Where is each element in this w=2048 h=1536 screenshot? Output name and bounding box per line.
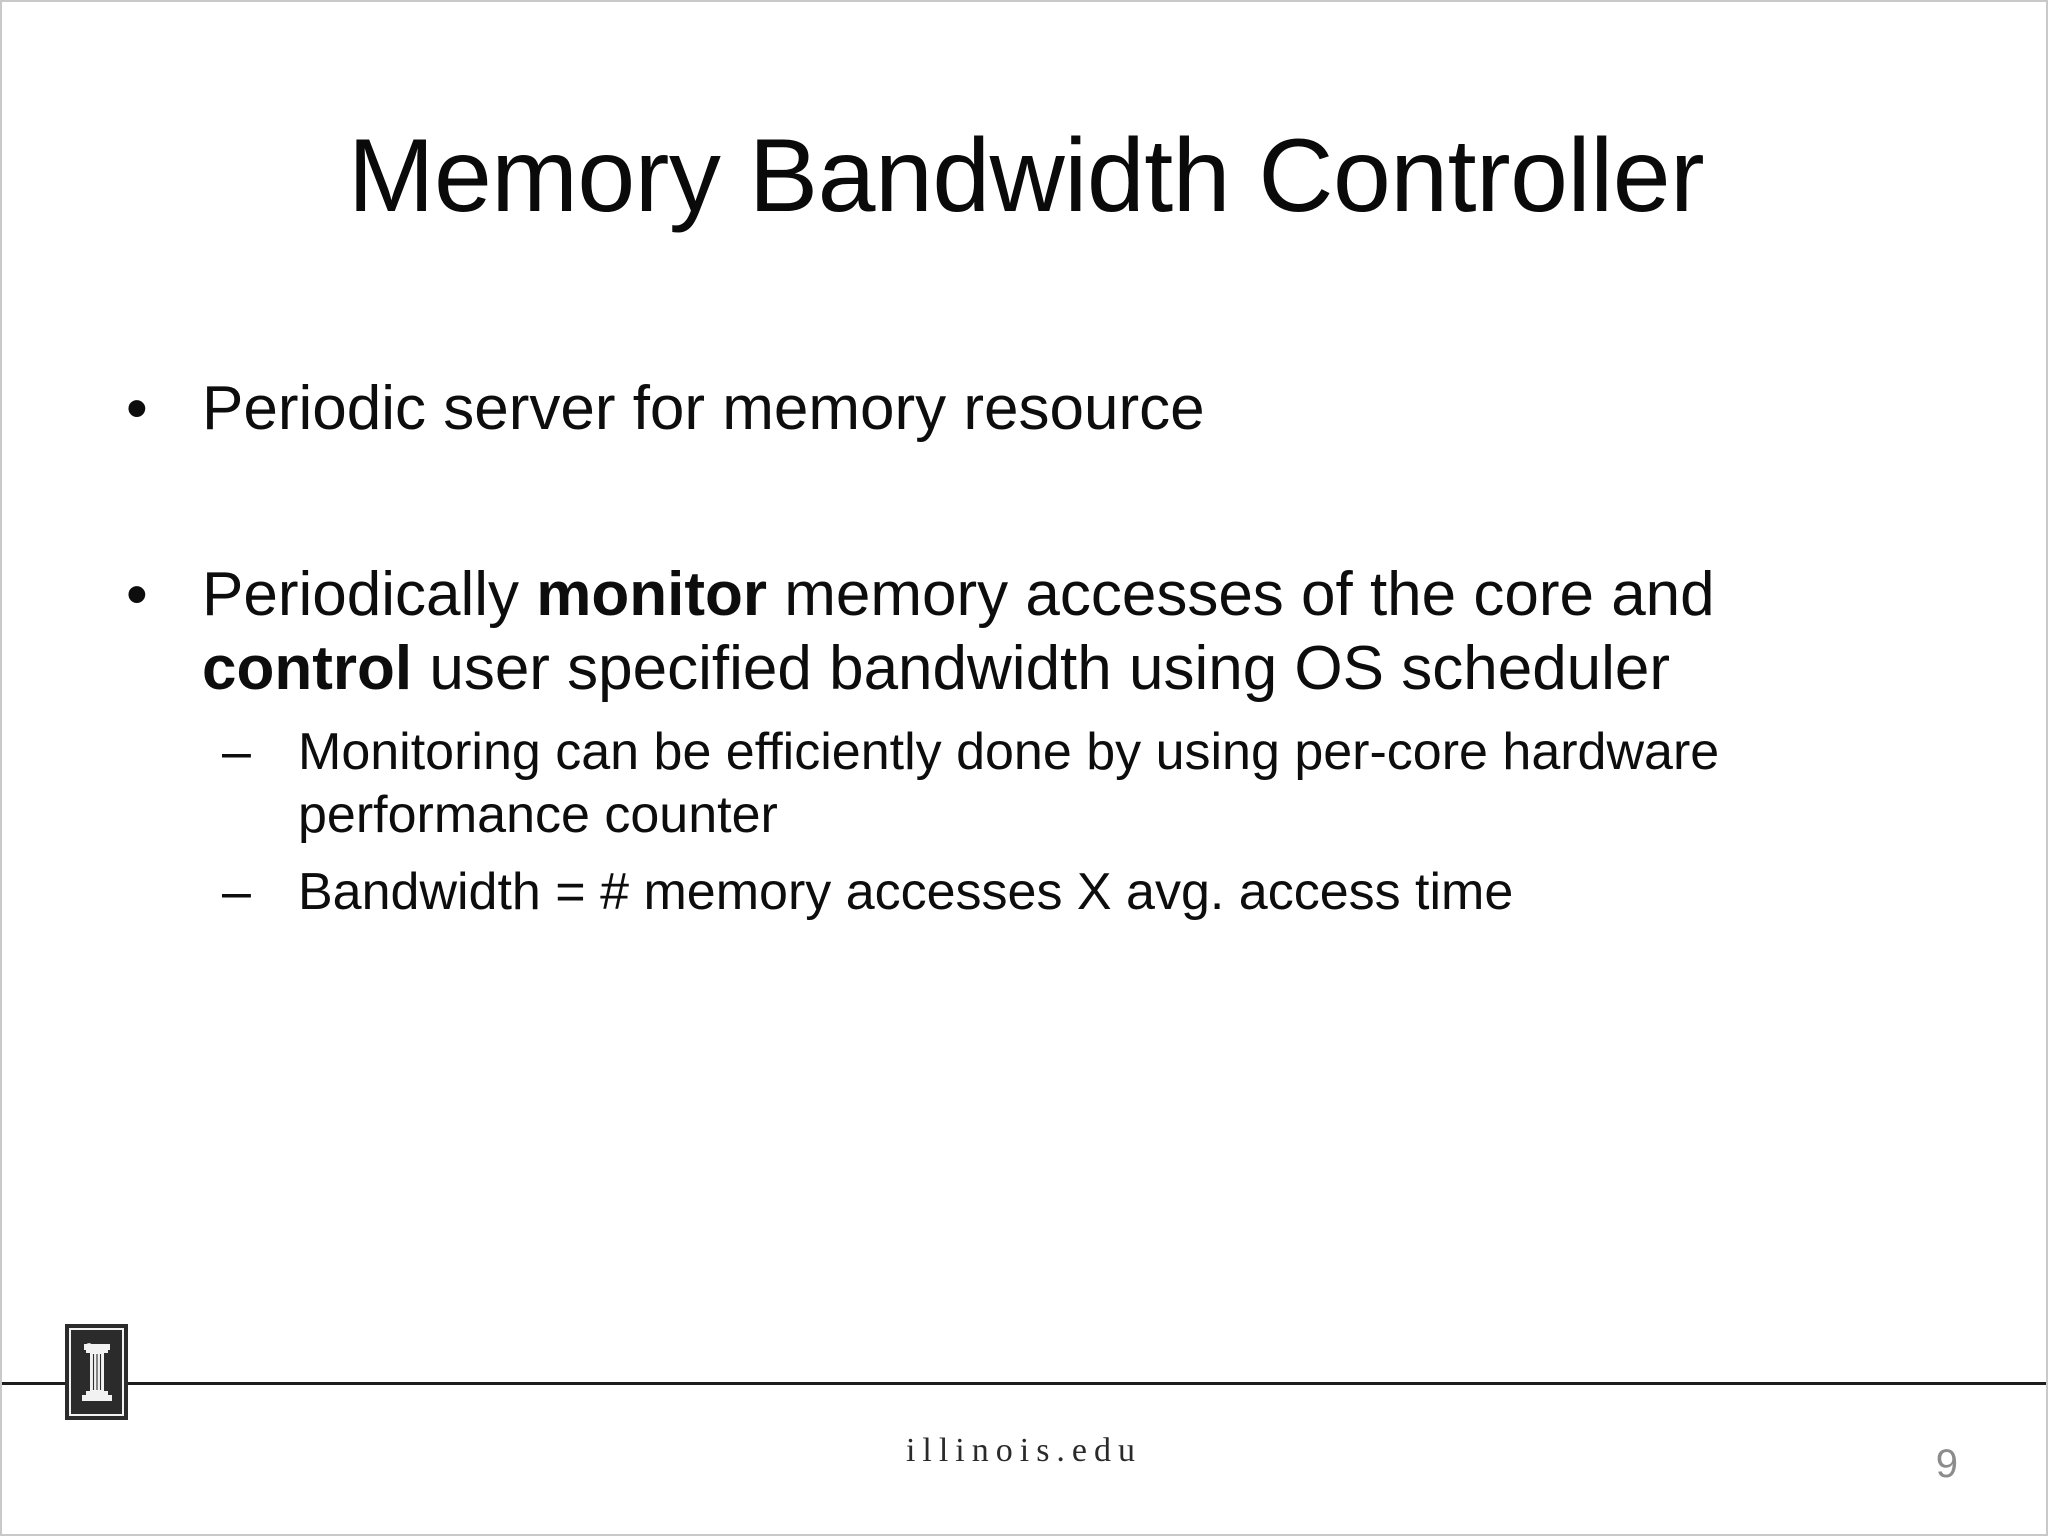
sub-bullet-text: Bandwidth = # memory accesses X avg. acc… <box>298 863 1514 922</box>
footer-divider <box>2 1382 2046 1385</box>
bullet-item-level1: • Periodic server for memory resource <box>110 372 1940 446</box>
bullet-item-level1: • Periodically monitor memory accesses o… <box>110 558 1940 706</box>
plain-text: memory accesses of the core and <box>767 559 1715 629</box>
bullet-item-level2: – Monitoring can be efficiently done by … <box>110 721 1940 847</box>
bullet-spacer <box>110 446 1940 558</box>
bullet-text: Periodic server for memory resource <box>202 374 1205 443</box>
bullet-dash-icon: – <box>222 723 251 782</box>
sub-bullet-text: Monitoring can be efficiently done by us… <box>298 723 1720 845</box>
university-logo <box>65 1324 128 1420</box>
page-number: 9 <box>1935 1442 1958 1486</box>
slide-title: Memory Bandwidth Controller <box>347 118 1705 234</box>
block-i-icon <box>69 1328 124 1416</box>
bullet-dot-icon: • <box>126 559 148 629</box>
footer-url: illinois.edu <box>905 1432 1143 1469</box>
bullet-dot-icon: • <box>126 374 148 443</box>
bullet-item-level2: – Bandwidth = # memory accesses X avg. a… <box>110 861 1940 924</box>
sub-bullet-list: – Monitoring can be efficiently done by … <box>110 721 1940 924</box>
emphasized-text: monitor <box>536 559 767 629</box>
title-block: Memory Bandwidth Controller <box>122 118 1930 234</box>
bullet-text-rich: Periodically monitor memory accesses of … <box>202 558 1940 706</box>
bullet-dash-icon: – <box>222 863 251 922</box>
slide-body: • Periodic server for memory resource • … <box>110 372 1940 924</box>
plain-text: Periodically <box>202 559 537 629</box>
emphasized-text: control <box>202 633 413 703</box>
plain-text: user specified bandwidth using OS schedu… <box>412 633 1671 703</box>
